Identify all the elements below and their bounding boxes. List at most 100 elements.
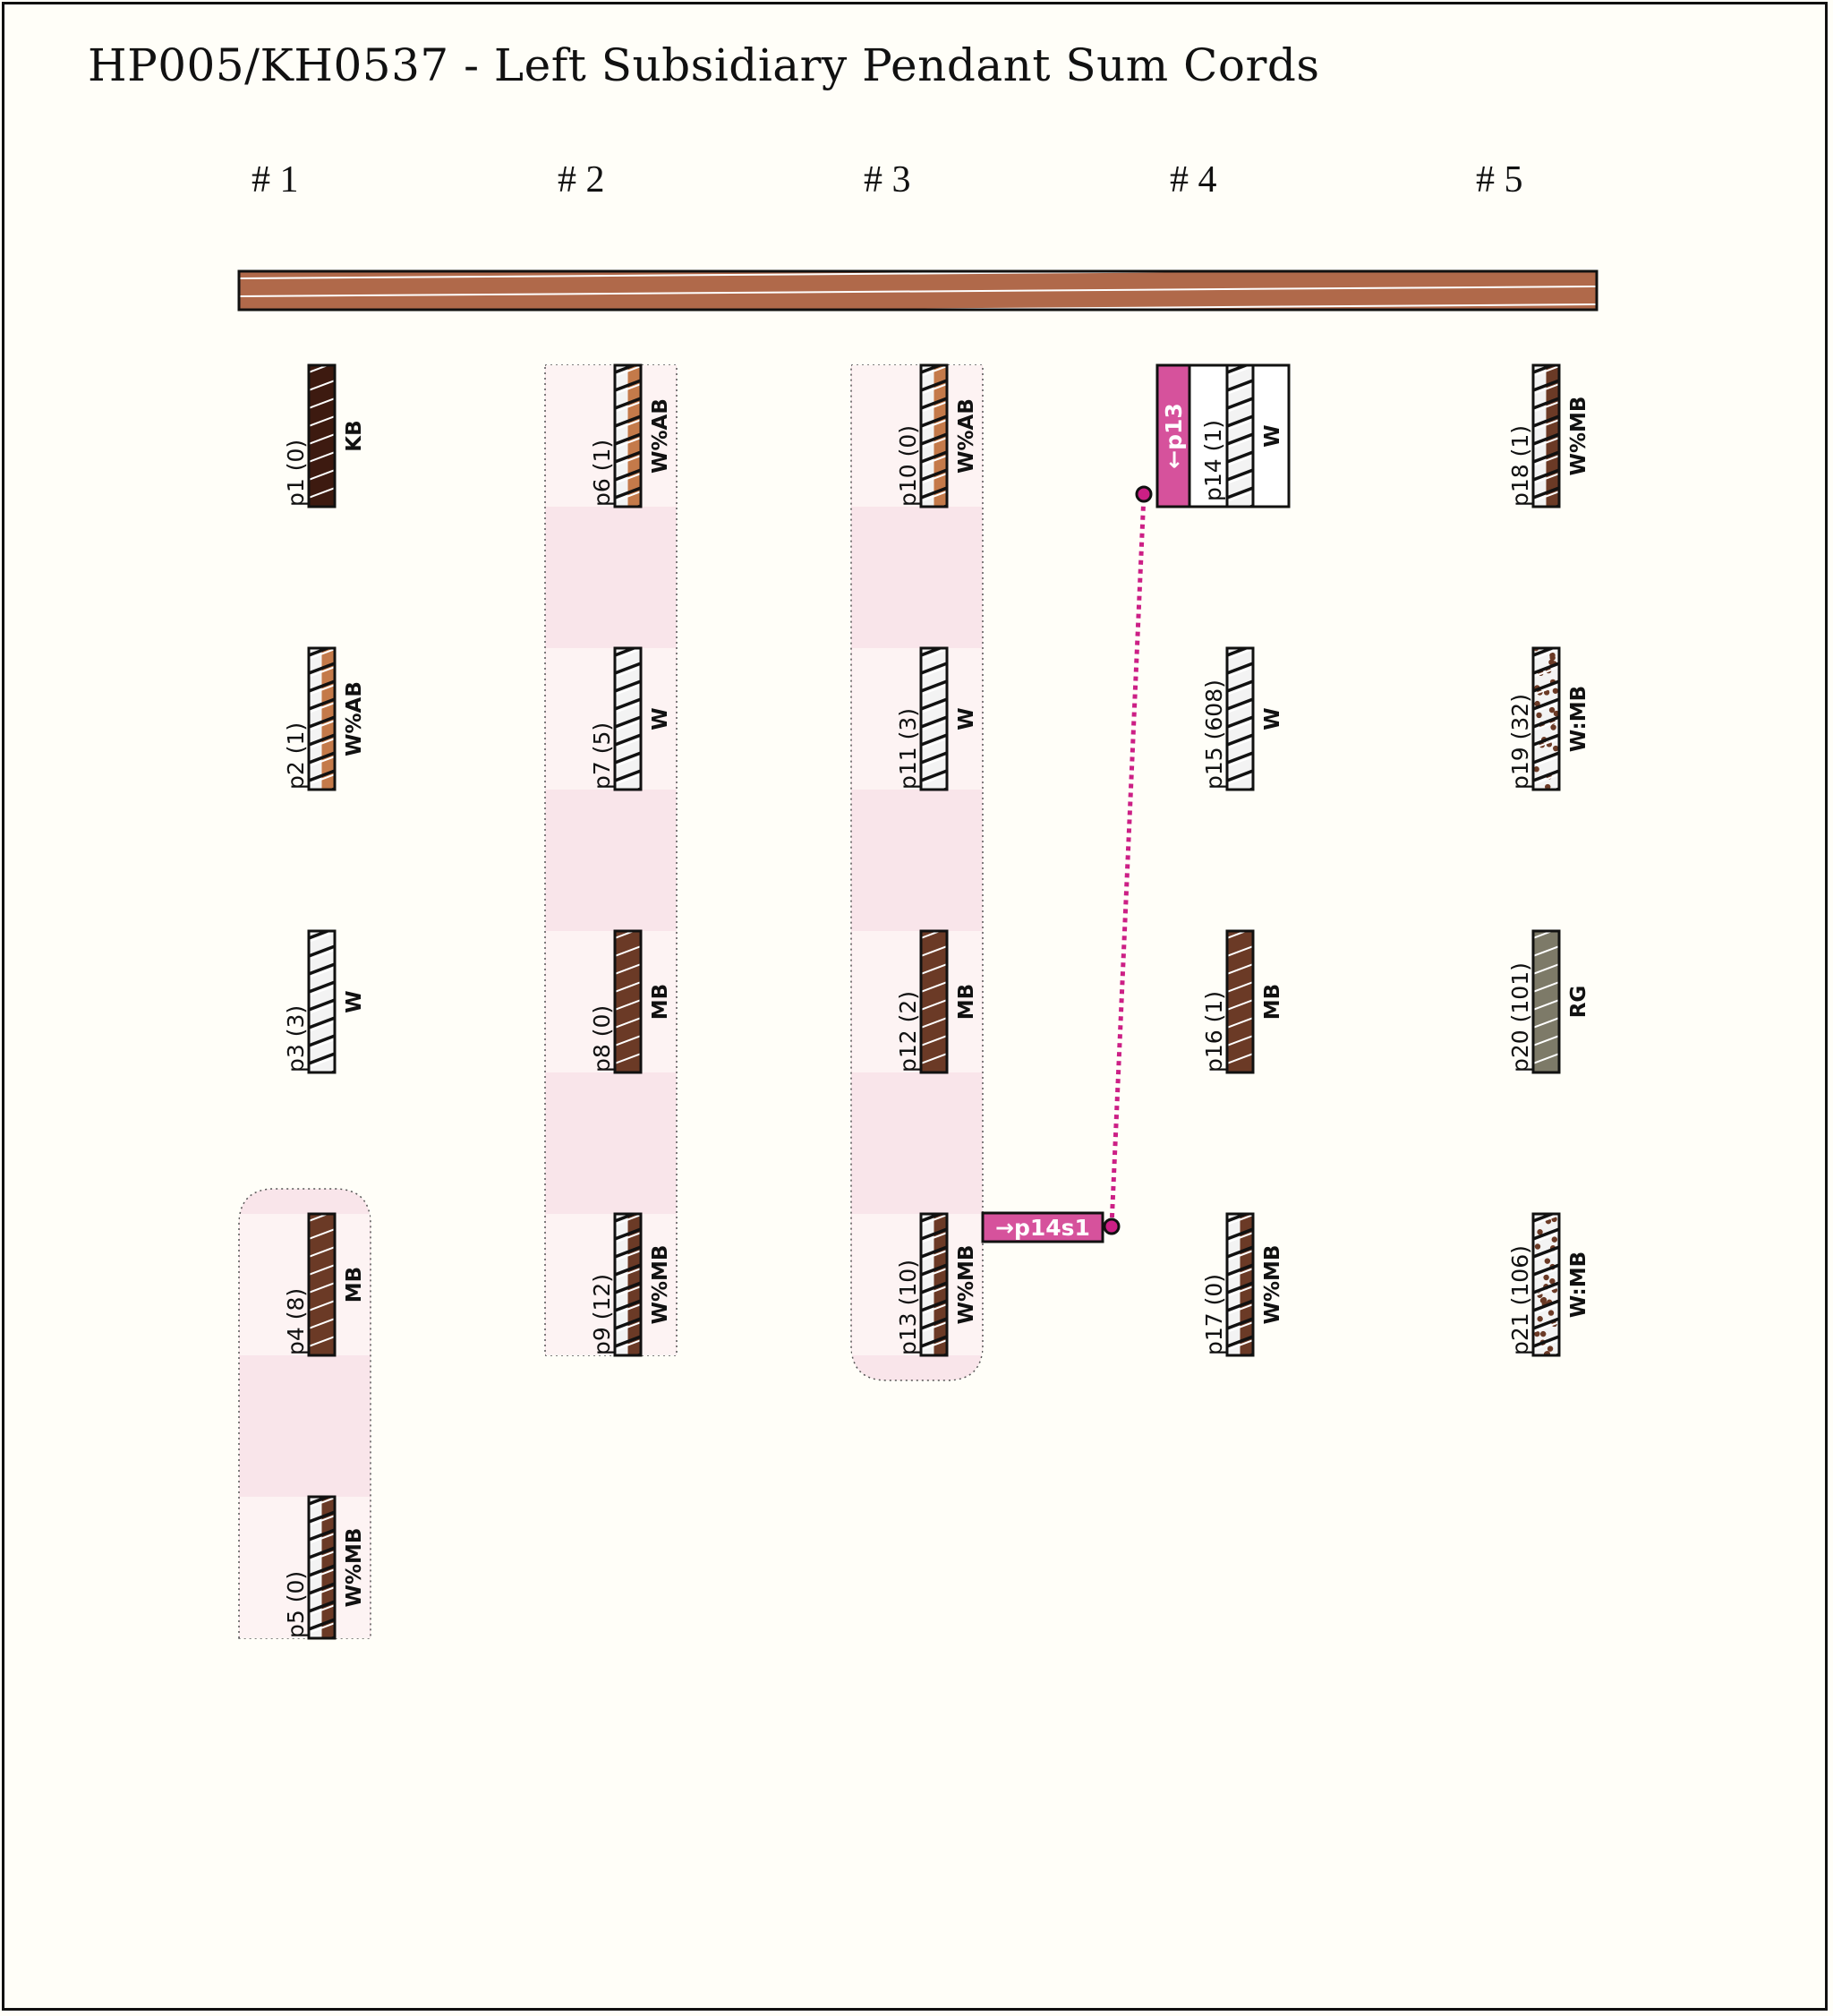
cord-twist — [615, 1017, 641, 1029]
cord-twist — [1533, 697, 1559, 711]
color-label: W%MB — [1567, 397, 1590, 476]
cord-fill — [309, 1497, 335, 1638]
cord-twist — [615, 1035, 641, 1046]
pendant-label: p8 (0) — [589, 1005, 615, 1072]
cord-twist — [615, 1227, 641, 1241]
cord-twist — [615, 715, 641, 729]
cord-twist — [1533, 379, 1559, 392]
highlight-row — [240, 1497, 370, 1638]
cord-twist — [1533, 999, 1559, 1011]
cord-twist-highlight — [1533, 455, 1559, 466]
cord-twist — [309, 1564, 335, 1577]
cord-fill — [1533, 1214, 1559, 1355]
pendant-label: p14 (1) — [1200, 420, 1226, 501]
color-label: W%AB — [343, 681, 366, 756]
cord-twist-highlight — [1227, 1232, 1253, 1243]
cord-fill — [1227, 931, 1253, 1072]
cord-twist-highlight — [309, 1622, 335, 1634]
pendant-label: p16 (1) — [1201, 991, 1227, 1072]
cord-twist — [309, 769, 335, 782]
cord-half — [309, 648, 322, 790]
cord-twist-highlight — [615, 383, 641, 395]
cord-twist-highlight — [921, 684, 947, 696]
group-label: # 4 — [1170, 159, 1217, 201]
cord-twist-highlight — [1533, 1214, 1559, 1226]
cord-outline — [1225, 1212, 1255, 1357]
cord-twist — [1227, 769, 1253, 782]
cord-fill — [309, 931, 335, 1072]
cord-fill — [615, 931, 641, 1072]
cord-twist — [615, 450, 641, 464]
cord-twist — [309, 980, 335, 994]
cord-twist — [309, 1600, 335, 1613]
cord-twist-highlight — [615, 1232, 641, 1243]
cord-twist — [239, 286, 1597, 297]
cord-twist-highlight — [1533, 437, 1559, 448]
cord-twist-highlight — [615, 491, 641, 502]
cord-twist-highlight — [615, 419, 641, 431]
pendant-label: p13 (10) — [895, 1260, 921, 1355]
cord-twist — [1533, 1299, 1559, 1312]
cord-twist — [615, 397, 641, 410]
cord-twist-highlight — [615, 1339, 641, 1351]
cord-twist-highlight — [309, 967, 335, 978]
cord-twist-highlight — [615, 648, 641, 660]
pendant-label: p6 (1) — [589, 440, 615, 507]
cord-twist-highlight — [1227, 401, 1253, 413]
cord-twist-highlight — [309, 738, 335, 749]
pendant-label: p21 (106) — [1507, 1245, 1533, 1355]
cord-twist-highlight — [921, 756, 947, 767]
color-label: W — [343, 990, 366, 1012]
cord-twist — [1533, 468, 1559, 482]
cord-twist-highlight — [1227, 455, 1253, 466]
cord-twist-highlight — [921, 1303, 947, 1315]
mottle-dot — [1537, 1316, 1543, 1322]
cord-twist-highlight — [1227, 648, 1253, 660]
cord-twist — [921, 981, 947, 993]
cord-fill — [239, 271, 1597, 310]
pendant-cord-p10: p10 (0)W%AB — [895, 363, 978, 508]
cord-twist — [615, 486, 641, 500]
cord-twist-highlight — [309, 684, 335, 696]
cord-twist-highlight — [309, 1604, 335, 1616]
pendant-label: p20 (101) — [1507, 962, 1533, 1072]
cord-twist-highlight — [1227, 738, 1253, 749]
cord-twist — [309, 487, 335, 499]
cord-twist — [1533, 1245, 1559, 1259]
highlight-row — [852, 1214, 982, 1355]
cord-twist — [1227, 397, 1253, 410]
cord-twist — [309, 1318, 335, 1329]
cord-twist — [615, 1299, 641, 1312]
pendant-cord-p7: p7 (5)W — [589, 646, 672, 791]
cord-twist — [921, 1017, 947, 1029]
color-label: KB — [343, 420, 366, 451]
cord-twist — [921, 733, 947, 747]
cord-twist-highlight — [1533, 773, 1559, 785]
color-label: W:MB — [1567, 686, 1590, 752]
cord-twist-highlight — [1227, 1250, 1253, 1261]
pendant-cord-p4: p4 (8)MB — [283, 1212, 366, 1357]
pendant-cord-p17: p17 (0)W%MB — [1201, 1212, 1284, 1357]
cord-twist-highlight — [309, 1515, 335, 1526]
mottle-dot — [1534, 700, 1540, 707]
cord-twist — [309, 1618, 335, 1631]
cord-twist-highlight — [615, 1286, 641, 1297]
cord-twist-highlight — [309, 666, 335, 678]
cord-twist-highlight — [921, 1268, 947, 1279]
cord-twist-highlight — [921, 419, 947, 431]
color-label: MB — [1261, 984, 1284, 1020]
link-tag-p13 — [1155, 363, 1191, 508]
cord-twist — [615, 432, 641, 446]
cord-fill — [1227, 1214, 1253, 1355]
cord-twist — [309, 1246, 335, 1258]
mottle-dot — [1544, 1258, 1551, 1264]
mottle-dot — [1548, 659, 1555, 666]
cord-fill — [1533, 365, 1559, 507]
cord-twist — [1227, 1017, 1253, 1029]
cord-twist — [615, 697, 641, 711]
cord-twist — [615, 769, 641, 782]
cord-twist — [1227, 751, 1253, 765]
cord-twist — [1227, 432, 1253, 446]
cord-twist — [309, 998, 335, 1012]
highlight-row — [852, 931, 982, 1072]
